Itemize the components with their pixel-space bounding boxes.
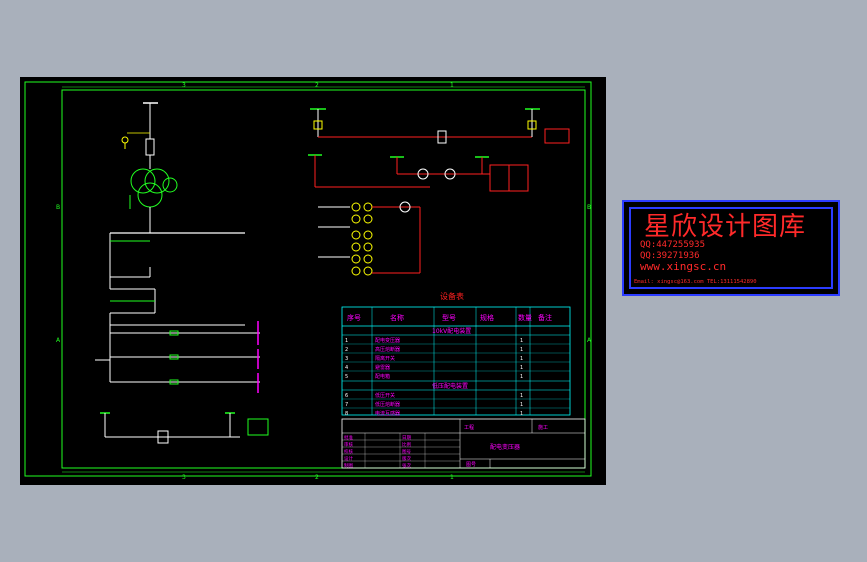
table-row-2-cell: 低压熔断器 xyxy=(375,401,400,408)
sign-row-label-right: 张次 xyxy=(402,462,411,469)
sign-row-label-right: 版次 xyxy=(402,455,411,462)
table-row-2-cell: 1 xyxy=(520,411,523,417)
zone-label-bottom-3: 1 xyxy=(450,474,454,481)
table-row-1-cell: 1 xyxy=(520,356,523,362)
table-header-qty: 数量 xyxy=(518,313,532,322)
table-row-1-cell: 1 xyxy=(520,365,523,371)
sign-row-label-right: 图号 xyxy=(402,449,411,455)
table-row-1-cell: 1 xyxy=(520,338,523,344)
zone-label-left-b: B xyxy=(56,204,60,211)
watermark-qq-1: QQ:447255935 xyxy=(640,240,706,250)
table-row-2-cell: 7 xyxy=(345,402,348,408)
table-header-model: 型号 xyxy=(442,313,456,322)
table-row-1-cell: 避雷器 xyxy=(375,364,390,371)
watermark-contact: Email: xingsc@163.com TEL:13111542890 xyxy=(634,279,757,285)
watermark-qq-2: QQ:39271936 xyxy=(640,251,700,261)
table-row-1-cell: 配电箱 xyxy=(375,373,390,380)
table-row-1-cell: 5 xyxy=(345,374,348,380)
watermark-website: www.xingsc.cn xyxy=(640,260,727,273)
table-section-1: 10kV配电装置 xyxy=(432,327,471,335)
electrical-schematic: 3 2 1 3 2 1 B A B A xyxy=(24,81,592,481)
title-block-stage-label: 施工 xyxy=(538,424,548,431)
inner-frame xyxy=(61,89,586,469)
table-row-2-cell: 1 xyxy=(520,402,523,408)
sign-row-label-right: 日期 xyxy=(402,435,411,441)
table-rows-section-1: 1 配电变压器 1 2 高压熔断器 1 3 隔离开关 1 4 避雷器 1 5 配电箱 1 xyxy=(345,337,523,380)
table-row-1-cell: 隔离开关 xyxy=(375,355,395,362)
table-rows-section-2: 6 低压开关 1 7 低压熔断器 1 8 电流互感器 1 xyxy=(345,392,523,417)
table-row-1-cell: 1 xyxy=(520,347,523,353)
table-header-note: 备注 xyxy=(538,313,552,322)
table-row-1-cell: 1 xyxy=(345,338,348,344)
table-header-name: 名称 xyxy=(390,313,404,322)
table-row-2-cell: 电流互感器 xyxy=(375,410,400,417)
control-circuit xyxy=(308,108,570,192)
table-row-2-cell: 8 xyxy=(345,411,348,417)
meter-circuit xyxy=(318,201,421,276)
zone-label-bottom-1: 3 xyxy=(182,474,186,481)
zone-label-right-a: A xyxy=(587,337,592,344)
sign-row-label: 设计 xyxy=(344,455,353,462)
sign-row-label: 校核 xyxy=(344,448,353,455)
zone-label-bottom-2: 2 xyxy=(315,474,319,481)
title-block-job-label: 工程 xyxy=(464,424,474,431)
watermark-stamp: 星欣设计图库 QQ:447255935 QQ:39271936 www.xing… xyxy=(622,200,840,296)
table-header-no: 序号 xyxy=(347,313,361,322)
primary-single-line xyxy=(95,102,269,444)
table-row-1-cell: 4 xyxy=(345,365,348,371)
table-row-2-cell: 6 xyxy=(345,393,348,399)
table-row-2-cell: 1 xyxy=(520,393,523,399)
watermark-title: 星欣设计图库 xyxy=(644,212,807,242)
sign-row-label: 制图 xyxy=(344,462,353,469)
zone-label-left-a: A xyxy=(56,337,61,344)
table-row-1-cell: 3 xyxy=(345,356,348,362)
zone-label-top-2: 2 xyxy=(315,82,319,89)
table-header-spec: 规格 xyxy=(480,313,494,322)
sign-row-label: 批准 xyxy=(344,434,353,441)
table-row-1-cell: 1 xyxy=(520,374,523,380)
title-block-no-label: 图号 xyxy=(466,462,476,468)
outer-frame xyxy=(24,81,592,477)
title-block-drawing-name: 配电变压器 xyxy=(490,443,520,451)
drawing-canvas: 3 2 1 3 2 1 B A B A xyxy=(20,77,606,485)
equipment-table-title: 设备表 xyxy=(440,291,464,301)
table-row-1-cell: 高压熔断器 xyxy=(375,346,400,353)
zone-label-top-3: 1 xyxy=(450,82,454,89)
sign-row-label: 审核 xyxy=(344,441,353,448)
zone-label-right-b: B xyxy=(587,204,591,211)
watermark-stamp-inner-border xyxy=(629,207,833,289)
table-row-1-cell: 2 xyxy=(345,347,348,353)
zone-label-top-1: 3 xyxy=(182,82,186,89)
table-row-2-cell: 低压开关 xyxy=(375,392,395,399)
equipment-table: 设备表 序号 名称 型号 规格 数量 备注 10kV配电装置 低压配电装置 1 配… xyxy=(341,291,571,417)
sign-row-label-right: 比例 xyxy=(402,441,411,448)
table-row-1-cell: 配电变压器 xyxy=(375,337,400,344)
table-section-2: 低压配电装置 xyxy=(432,382,468,390)
